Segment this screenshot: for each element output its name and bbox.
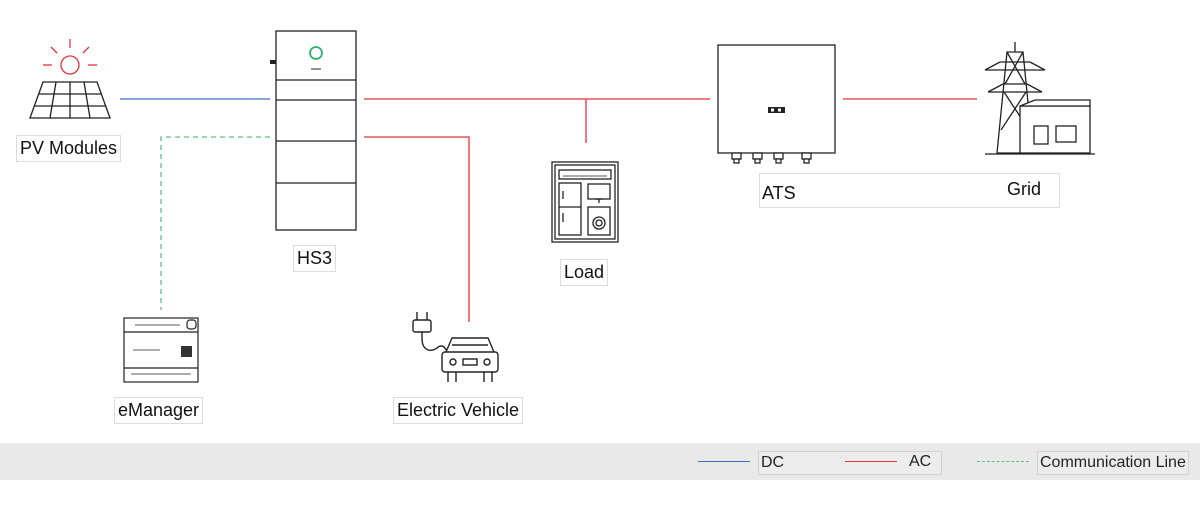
energy-manager-device-icon — [123, 317, 199, 383]
solar-panel-icon — [29, 39, 111, 119]
comm-line-hs3-emanager — [160, 136, 270, 310]
hs3-label: HS3 — [293, 245, 337, 272]
transfer-switch-box-icon — [717, 44, 836, 164]
ats-grid-label-box: ATS Grid — [759, 173, 1060, 208]
legend-bar: DC AC Communication Line — [0, 443, 1200, 480]
emanager-label: eManager — [114, 397, 204, 424]
connections — [120, 98, 977, 322]
pv-modules-label: PV Modules — [16, 135, 122, 162]
ats-label: ATS — [762, 183, 796, 203]
load-label: Load — [560, 259, 609, 286]
ac-line-hs3-ev — [364, 136, 470, 322]
legend-ac-swatch — [845, 461, 897, 462]
legend-ac-label: AC — [909, 453, 932, 470]
battery-stack-icon — [270, 30, 357, 231]
grid-label: Grid — [1006, 179, 1041, 199]
legend-comm-label: Communication Line — [1037, 451, 1189, 475]
electric-car-plug-icon — [412, 312, 499, 382]
legend-dc-swatch — [698, 461, 750, 462]
power-tower-building-icon — [984, 42, 1095, 155]
legend-dc-label: DC — [758, 451, 942, 475]
legend-comm-swatch — [977, 461, 1029, 462]
electric-vehicle-label: Electric Vehicle — [393, 397, 524, 424]
household-appliances-icon — [551, 161, 619, 243]
